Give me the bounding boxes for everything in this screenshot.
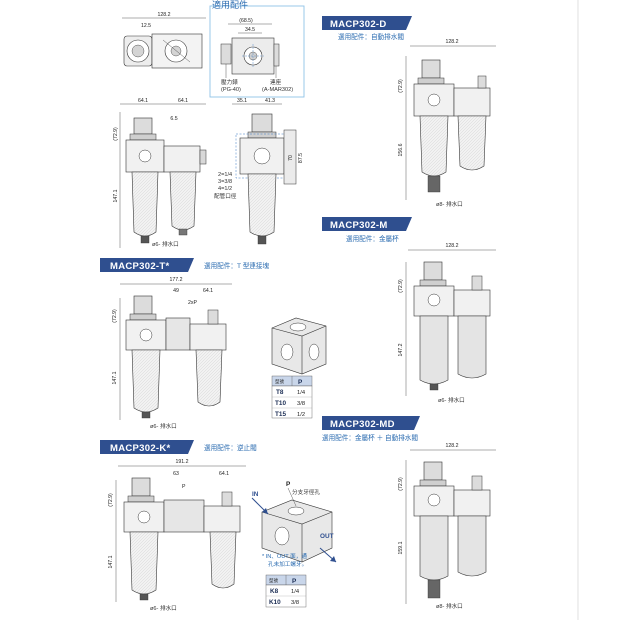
k-in-label: IN <box>252 491 259 498</box>
t-row1-p: 1/4 <box>297 390 306 396</box>
dim-m-cap: (72.9) <box>398 279 404 293</box>
tab-macp302-d: MACP302-D 選用配件：自動排水閥 <box>322 16 412 41</box>
k-p-label: P <box>286 481 291 488</box>
dim-d-cap: (72.9) <box>398 79 404 93</box>
drain-label-m: ø6- 排水口 <box>438 396 465 404</box>
k-row1-p: 1/4 <box>291 589 300 595</box>
k-note-2: 孔未加工螺牙。 <box>268 560 307 568</box>
k-p-note: 分支牙徑孔 <box>292 488 320 496</box>
dim-front-height: 147.1 <box>113 189 119 202</box>
dim-side-left: 35.1 <box>237 98 247 104</box>
drawing-macp302-md: 128.2 (72.9) 159.1 ø8- 排水口 <box>398 443 496 610</box>
k-out-label: OUT <box>320 533 334 540</box>
inset-gauge <box>220 43 232 65</box>
dim-top-width: 128.2 <box>158 12 171 18</box>
dim-t-width: 177.2 <box>170 277 183 283</box>
inset-mount-code: (A-MAR302) <box>262 87 293 93</box>
t-block-illustration <box>271 317 327 375</box>
accessory-inset: 適用配件 (68.5) 34.5 壓力錶 (PG-40) 連座 (A-MAR30… <box>209 0 305 98</box>
tab-title-md: MACP302-MD <box>330 419 395 430</box>
caption-d: 選用配件：自動排水閥 <box>338 32 404 41</box>
dim-k-mid: 63 <box>173 471 179 477</box>
caption-k: 選用配件：逆止閥 <box>204 443 257 452</box>
dim-front-cap: (72.9) <box>113 127 119 141</box>
dim-d-width: 128.2 <box>446 39 459 45</box>
k-table-head-model: 型號 <box>269 577 278 584</box>
drawing-macp302-d: 128.2 (72.9) 156.6 ø8- 排水口 <box>398 39 496 208</box>
drain-label-md: ø8- 排水口 <box>436 602 463 610</box>
inset-title: 適用配件 <box>212 0 248 10</box>
inset-dim-2: 34.5 <box>245 27 255 33</box>
drawing-macp302-k: 191.2 63 64.1 P (72.9) 147.1 ø6- 排水口 IN <box>108 459 337 612</box>
t-row3-p: 1/2 <box>297 412 305 418</box>
tab-macp302-m: MACP302-M 選用配件：金屬杯 <box>322 217 412 243</box>
dim-t-right: 64.1 <box>203 288 213 294</box>
dim-md-width: 128.2 <box>446 443 459 449</box>
t-row1-model: T8 <box>276 389 284 396</box>
dim-k-width: 191.2 <box>176 459 189 465</box>
k-note-1: * IN、OUT 面，通 <box>262 552 307 560</box>
dim-front-right: 64.1 <box>178 98 188 104</box>
dim-d-height: 156.6 <box>398 143 404 156</box>
tab-macp302-t: MACP302-T* 選用配件：T 型連接塊 <box>100 258 269 272</box>
drawing-macp302-t: 177.2 49 64.1 2xP (72.9) 147.1 ø6- 排水口 <box>112 277 327 430</box>
dim-side-70: 70 <box>288 155 294 161</box>
tab-title-t: MACP302-T* <box>110 261 170 272</box>
t-table-head-model: 型號 <box>275 378 284 385</box>
dim-top-offset: 12.5 <box>141 23 151 29</box>
dim-t-height: 147.1 <box>112 371 118 384</box>
dim-side-right: 41.3 <box>265 98 275 104</box>
dim-m-height: 147.2 <box>398 343 404 356</box>
base-unit-drawing: 128.2 12.5 64.1 64.1 (72.9) 6.5 147.1 ø6… <box>113 12 304 248</box>
tab-macp302-k: MACP302-K* 選用配件：逆止閥 <box>100 440 257 454</box>
dim-md-cap: (72.9) <box>398 477 404 491</box>
dim-t-ports: 2xP <box>188 300 197 306</box>
drawing-macp302-m: 128.2 (72.9) 147.2 ø6- 排水口 <box>398 243 496 404</box>
inset-gauge-code: (PG-40) <box>221 87 241 93</box>
t-table-head-p: P <box>298 379 303 386</box>
caption-md: 選用配件：金屬杯 ＋ 自動排水閥 <box>322 433 418 442</box>
dim-md-height: 159.1 <box>398 541 404 554</box>
dim-m-width: 128.2 <box>446 243 459 249</box>
drain-label-base: ø6- 排水口 <box>152 240 179 248</box>
dim-t-mid: 49 <box>173 288 179 294</box>
k-spec-table: 型號 P K8 1/4 K10 3/8 <box>265 574 307 608</box>
caption-m: 選用配件：金屬杯 <box>346 234 399 243</box>
inset-dim-1: (68.5) <box>239 18 253 24</box>
dim-k-height: 147.1 <box>108 555 114 568</box>
drain-label-k: ø6- 排水口 <box>150 604 177 612</box>
t-row3-model: T15 <box>275 411 286 418</box>
port-size-1: 2=1/4 <box>218 172 232 178</box>
k-row2-p: 3/8 <box>291 600 299 606</box>
port-size-2: 3=3/8 <box>218 179 232 185</box>
drain-label-d: ø8- 排水口 <box>436 200 463 208</box>
tab-title-d: MACP302-D <box>330 19 387 30</box>
t-spec-table: 型號 P T8 1/4 T10 3/8 T15 1/2 <box>271 375 313 419</box>
dim-front-left: 64.1 <box>138 98 148 104</box>
k-table-head-p: P <box>292 578 297 585</box>
k-row1-model: K8 <box>270 588 279 595</box>
drain-label-t: ø6- 排水口 <box>150 422 177 430</box>
tab-title-m: MACP302-M <box>330 220 388 231</box>
dim-t-cap: (72.9) <box>112 309 118 323</box>
dim-k-right: 64.1 <box>219 471 229 477</box>
inset-mount-label: 連座 <box>270 78 282 86</box>
k-row2-model: K10 <box>269 599 281 606</box>
port-note: 配管口徑 <box>214 192 237 200</box>
tab-title-k: MACP302-K* <box>110 443 171 454</box>
dim-k-cap: (72.9) <box>108 493 114 507</box>
dim-k-port: P <box>182 484 186 490</box>
t-row2-p: 3/8 <box>297 401 305 407</box>
inset-gauge-label: 壓力錶 <box>221 78 238 86</box>
dim-front-small: 6.5 <box>170 116 177 122</box>
caption-t: 選用配件：T 型連接塊 <box>204 261 269 270</box>
dim-side-87: 87.5 <box>298 153 304 163</box>
tab-macp302-md: MACP302-MD 選用配件：金屬杯 ＋ 自動排水閥 <box>322 416 420 442</box>
t-row2-model: T10 <box>275 400 286 407</box>
k-block-illustration: IN OUT P 分支牙徑孔 <box>251 481 337 563</box>
port-size-3: 4=1/2 <box>218 186 232 192</box>
